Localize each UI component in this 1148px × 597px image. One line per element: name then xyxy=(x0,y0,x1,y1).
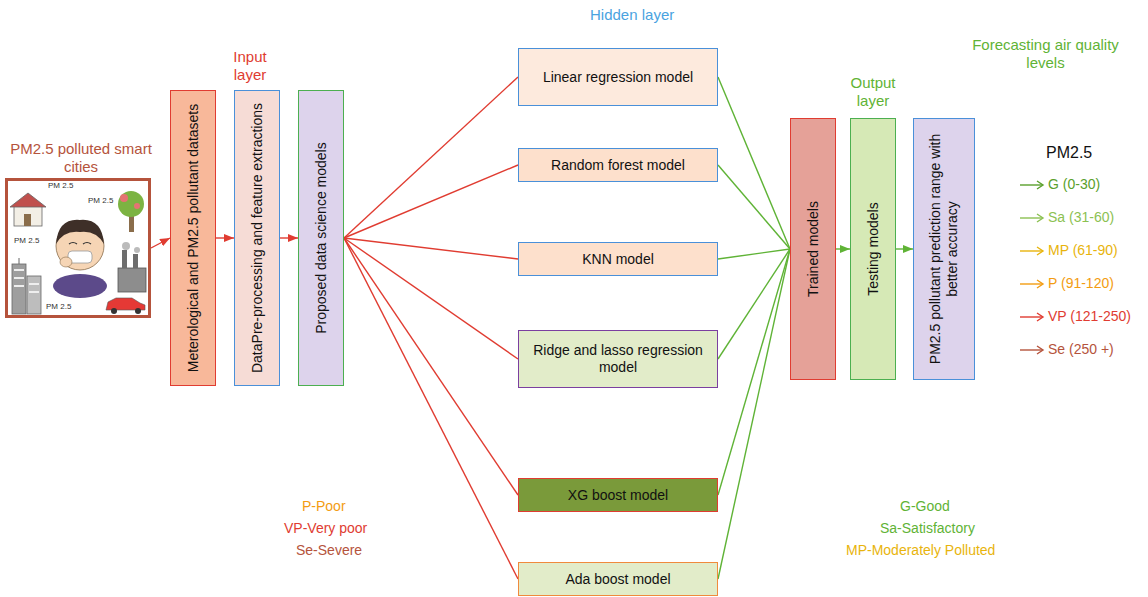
illustration-label: PM 2.5 xyxy=(46,302,71,312)
key-text: P-Poor xyxy=(302,498,346,515)
connector xyxy=(718,77,790,249)
model-box: Ada boost model xyxy=(518,562,718,596)
level-arrow-head xyxy=(1037,280,1043,288)
key-text: G-Good xyxy=(900,498,950,515)
tree-icon xyxy=(118,191,144,232)
level-label: Se (250 +) xyxy=(1048,341,1114,358)
node-text: XG boost model xyxy=(560,487,676,504)
model-box: Random forest model xyxy=(518,148,718,182)
connector xyxy=(344,238,518,495)
connector xyxy=(718,249,790,259)
output-box: PM2.5 pollutant prediction range with be… xyxy=(913,118,975,380)
layer-label: Forecasting air quality levels xyxy=(958,36,1133,72)
connector xyxy=(344,77,518,238)
output-box: Testing models xyxy=(850,118,896,380)
car-icon xyxy=(106,298,145,314)
illustration-label: PM 2.5 xyxy=(14,236,39,246)
model-box: Linear regression model xyxy=(518,48,718,106)
connector xyxy=(151,238,170,248)
node-text: Proposed data science models xyxy=(313,97,330,379)
key-text: MP-Moderately Polluted xyxy=(846,542,995,559)
input-box: DataPre-processing and feature extractio… xyxy=(234,90,280,386)
illustration-label: PM 2.5 xyxy=(48,181,73,191)
connector xyxy=(344,238,518,359)
illustration-box: PM2.5 polluted smart cities xyxy=(5,178,151,318)
level-arrow xyxy=(1020,217,1042,218)
connector xyxy=(718,249,790,579)
level-arrow-head xyxy=(1037,181,1043,189)
node-text: KNN model xyxy=(574,251,662,268)
node-heading: PM2.5 polluted smart cities xyxy=(0,140,164,176)
node-text: Linear regression model xyxy=(535,69,701,86)
key-text: VP-Very poor xyxy=(284,520,367,537)
level-arrow-head xyxy=(1037,247,1043,255)
connector xyxy=(836,248,850,249)
connector xyxy=(280,237,298,238)
node-text: DataPre-processing and feature extractio… xyxy=(249,97,266,379)
level-label: PM2.5 xyxy=(1046,143,1092,162)
level-label: MP (61-90) xyxy=(1048,242,1118,259)
node-text: Meterological and PM2.5 pollutant datase… xyxy=(185,97,202,379)
node-text: PM2.5 pollutant prediction range with be… xyxy=(927,125,961,373)
level-label: VP (121-250) xyxy=(1048,308,1131,325)
model-box: KNN model xyxy=(518,242,718,276)
house-icon xyxy=(10,193,46,226)
person-figure xyxy=(53,220,107,298)
level-arrow xyxy=(1020,316,1042,317)
level-arrow-head xyxy=(1037,214,1043,222)
connector xyxy=(344,165,518,238)
factory-icon xyxy=(118,242,146,292)
node-text: Ada boost model xyxy=(557,571,678,588)
illustration-label: PM 2.5 xyxy=(88,196,113,206)
output-box: Trained models xyxy=(790,118,836,380)
buildings-icon xyxy=(12,258,41,314)
node-text: Random forest model xyxy=(543,157,693,174)
level-arrow xyxy=(1020,250,1042,251)
connector xyxy=(718,249,790,495)
connector xyxy=(216,237,234,238)
level-arrow xyxy=(1020,349,1042,350)
level-arrow-head xyxy=(1037,313,1043,321)
level-label: G (0-30) xyxy=(1048,176,1100,193)
key-text: Sa-Satisfactory xyxy=(880,520,975,537)
level-label: Sa (31-60) xyxy=(1048,209,1114,226)
key-text: Se-Severe xyxy=(296,542,362,559)
input-box: Proposed data science models xyxy=(298,90,344,386)
node-text: Trained models xyxy=(805,125,822,373)
connector xyxy=(896,248,913,249)
model-box: XG boost model xyxy=(518,478,718,512)
connector xyxy=(718,165,790,249)
level-arrow xyxy=(1020,184,1042,185)
model-box: Ridge and lasso regression model xyxy=(518,330,718,388)
connector xyxy=(718,249,790,359)
level-arrow xyxy=(1020,283,1042,284)
node-text: Ridge and lasso regression model xyxy=(519,342,717,376)
level-arrow-head xyxy=(1037,346,1043,354)
level-label: P (91-120) xyxy=(1048,275,1114,292)
layer-label: Output layer xyxy=(842,74,904,110)
node-text: Testing models xyxy=(865,125,882,373)
layer-label: Hidden layer xyxy=(590,6,674,24)
connector xyxy=(344,238,518,579)
layer-label: Input layer xyxy=(222,48,278,84)
input-box: Meterological and PM2.5 pollutant datase… xyxy=(170,90,216,386)
